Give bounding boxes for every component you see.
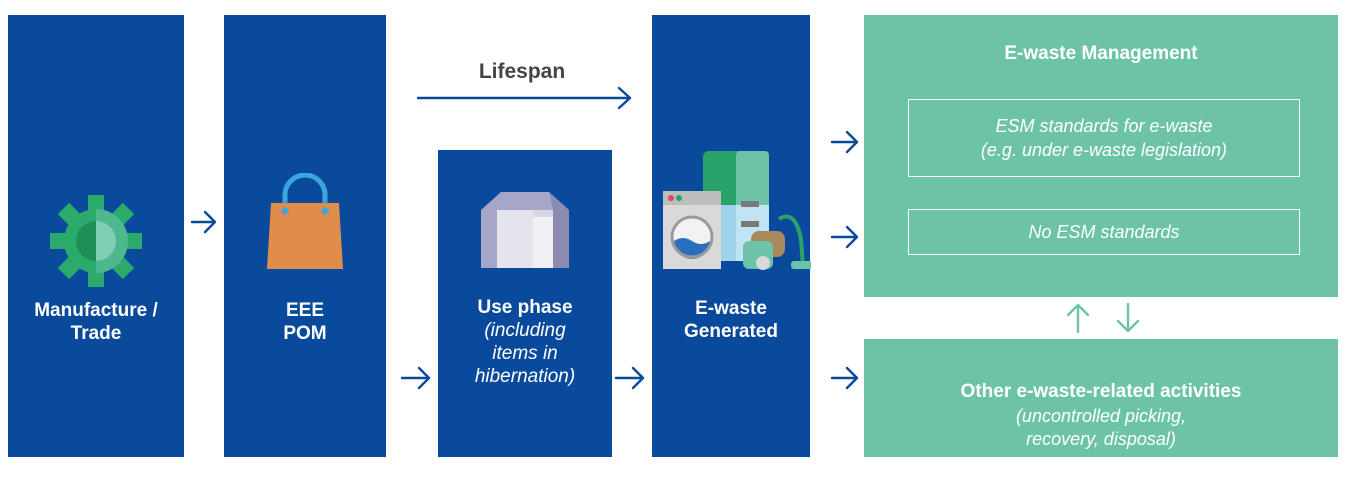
arrow-right-icon: [400, 364, 432, 392]
other-activities-sub-1: (uncontrolled picking,: [1015, 406, 1187, 426]
lifespan-label: Lifespan: [478, 60, 566, 83]
gear-icon: [48, 193, 144, 294]
manufacture-trade-box: Manufacture / Trade: [8, 15, 184, 457]
ewaste-label-2: Generated: [684, 321, 778, 342]
other-activities-sub-2: recovery, disposal): [1026, 429, 1176, 449]
ewaste-management-box: E-waste Management ESM standards for e-w…: [864, 15, 1338, 297]
manufacture-label-2: Trade: [70, 323, 122, 344]
arrow-up-icon: [1064, 302, 1092, 334]
pom-label: POM: [283, 323, 327, 344]
arrow-right-icon: [190, 208, 218, 236]
no-esm-standards-box: No ESM standards: [908, 209, 1300, 255]
ewaste-generated-box: E-waste Generated: [651, 15, 813, 457]
ewaste-label-1: E-waste: [695, 298, 767, 319]
use-phase-sub-2: items in: [492, 343, 558, 364]
use-phase-sub-1: (including: [484, 320, 566, 341]
use-phase-sub-3: hibernation): [474, 366, 576, 387]
esm-standards-line-1: ESM standards for e-waste: [995, 116, 1213, 136]
eee-label: EEE: [285, 300, 325, 321]
manufacture-label-1: Manufacture /: [34, 300, 158, 321]
esm-standards-box: ESM standards for e-waste (e.g. under e-…: [908, 99, 1300, 177]
appliances-icon: [651, 149, 813, 278]
other-activities-box: Other e-waste-related activities (uncont…: [864, 339, 1338, 457]
eee-pom-box: EEE POM: [224, 15, 386, 457]
arrow-right-icon: [830, 364, 860, 392]
arrow-right-icon: [830, 128, 860, 156]
arrow-right-icon: [614, 364, 646, 392]
use-phase-box: Use phase (including items in hibernatio…: [438, 150, 612, 457]
shopping-bag-icon: [265, 172, 345, 276]
other-activities-title: Other e-waste-related activities: [960, 381, 1242, 402]
lifespan-arrow-icon: [416, 84, 634, 112]
management-title: E-waste Management: [1004, 43, 1198, 64]
arrow-down-icon: [1114, 302, 1142, 334]
no-esm-standards-label: No ESM standards: [1028, 222, 1180, 242]
use-phase-label: Use phase: [477, 297, 573, 318]
arrow-right-icon: [830, 223, 860, 251]
storage-shed-icon: [479, 188, 571, 275]
esm-standards-line-2: (e.g. under e-waste legislation): [980, 140, 1228, 160]
